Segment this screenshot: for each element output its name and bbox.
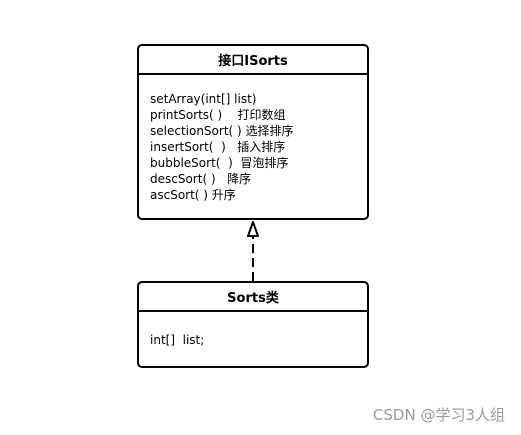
method-descsort: descSort( ) 降序 [150, 172, 252, 186]
class-title: Sorts类 [139, 283, 367, 312]
class-fields: int[] list; [139, 312, 367, 348]
method-selectionsort: selectionSort( ) 选择排序 [150, 124, 294, 138]
method-insertsort: insertSort( ) 插入排序 [150, 140, 286, 154]
method-ascsort: ascSort( ) 升序 [150, 188, 236, 202]
realization-hollow-arrowhead [247, 221, 259, 237]
watermark-text: CSDN @学习3人组 [372, 406, 505, 424]
method-bubblesort: bubbleSort( ) 冒泡排序 [150, 156, 289, 170]
interface-isorts-box: 接口ISorts setArray(int[] list) printSorts… [137, 44, 369, 220]
field-list: int[] list; [150, 333, 205, 347]
interface-methods: setArray(int[] list) printSorts( ) 打印数组 … [139, 75, 367, 203]
method-setarray: setArray(int[] list) [150, 92, 257, 106]
class-sorts-box: Sorts类 int[] list; [137, 281, 369, 368]
method-printsorts: printSorts( ) 打印数组 [150, 108, 286, 122]
interface-title: 接口ISorts [139, 46, 367, 75]
